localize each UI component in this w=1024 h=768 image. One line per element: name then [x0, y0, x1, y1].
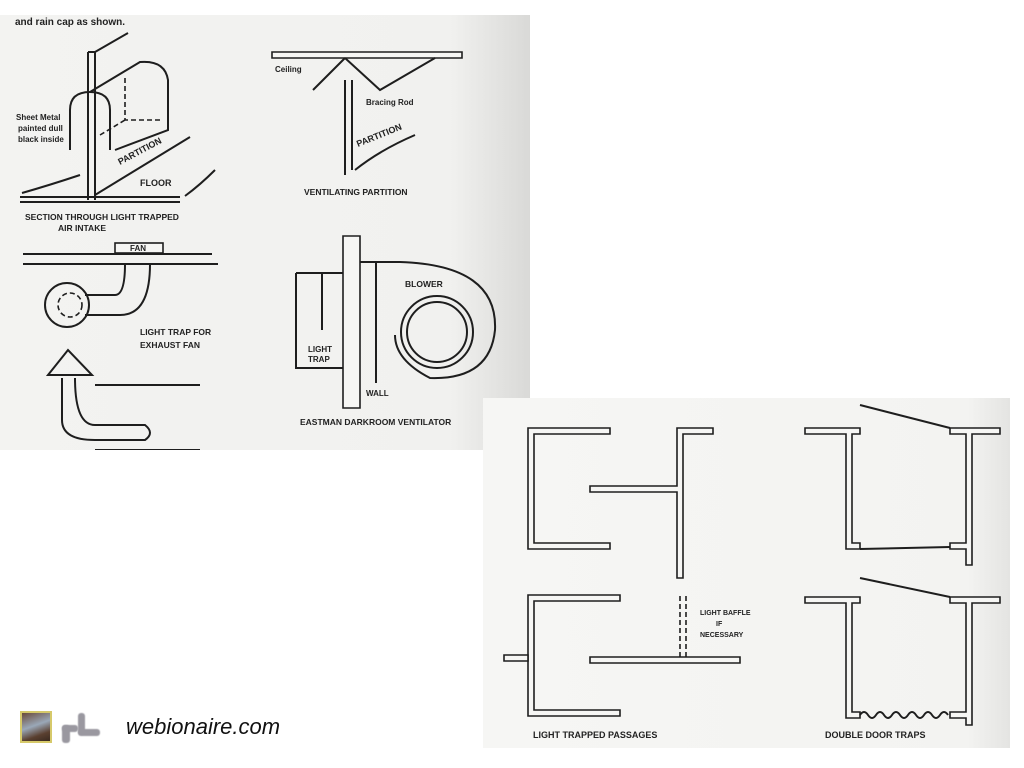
eastman-ventilator-drawing: BLOWER LIGHT TRAP WALL EASTMAN DARKROOM … — [295, 235, 497, 427]
svg-text:BLOWER: BLOWER — [405, 279, 443, 289]
header-fragment: and rain cap as shown. — [15, 17, 125, 28]
svg-text:LIGHT TRAP FOR: LIGHT TRAP FOR — [140, 327, 211, 337]
svg-text:FLOOR: FLOOR — [140, 178, 172, 188]
ventilating-partition-drawing: Ceiling Bracing Rod PARTITION VENTILATIN… — [271, 51, 463, 197]
svg-text:DOUBLE DOOR TRAPS: DOUBLE DOOR TRAPS — [825, 730, 926, 740]
svg-text:LIGHT: LIGHT — [308, 345, 332, 354]
svg-text:LIGHT BAFFLE: LIGHT BAFFLE — [700, 610, 751, 617]
scanned-diagram-ventilation: and rain cap as shown. Sheet Metal paint… — [0, 15, 530, 450]
svg-text:AIR INTAKE: AIR INTAKE — [58, 223, 106, 233]
svg-text:Bracing Rod: Bracing Rod — [366, 98, 414, 107]
footer-branding: webionaire.com — [20, 711, 280, 743]
svg-text:SECTION THROUGH LIGHT TRAPPED: SECTION THROUGH LIGHT TRAPPED — [25, 212, 179, 222]
air-intake-drawing: Sheet Metal painted dull black inside PA… — [16, 32, 216, 233]
svg-text:painted dull: painted dull — [18, 124, 63, 133]
light-trapped-passages-drawing: LIGHT BAFFLE IF NECESSARY LIGHT TRAPPED … — [503, 427, 751, 740]
svg-text:VENTILATING PARTITION: VENTILATING PARTITION — [304, 187, 408, 197]
light-trap-drawings: LIGHT BAFFLE IF NECESSARY LIGHT TRAPPED … — [503, 404, 1001, 740]
site-url: webionaire.com — [126, 714, 281, 739]
svg-text:LIGHT TRAPPED PASSAGES: LIGHT TRAPPED PASSAGES — [533, 730, 657, 740]
svg-text:IF: IF — [716, 621, 723, 628]
thumbnail-image — [20, 711, 52, 743]
svg-text:WALL: WALL — [366, 389, 389, 398]
svg-text:Sheet Metal: Sheet Metal — [16, 113, 60, 122]
double-door-traps-drawing: DOUBLE DOOR TRAPS — [804, 404, 1001, 740]
ventilation-drawings: and rain cap as shown. Sheet Metal paint… — [15, 17, 497, 450]
exhaust-fan-drawing: FAN LIGHT TRAP FOR EXHAUST FAN — [23, 242, 218, 450]
svg-text:FAN: FAN — [130, 244, 146, 253]
svg-text:EASTMAN DARKROOM VENTILATOR: EASTMAN DARKROOM VENTILATOR — [300, 417, 451, 427]
svg-text:TRAP: TRAP — [308, 355, 330, 364]
svg-text:NECESSARY: NECESSARY — [700, 632, 744, 639]
scanned-diagram-light-traps: LIGHT BAFFLE IF NECESSARY LIGHT TRAPPED … — [483, 398, 1010, 748]
svg-text:black inside: black inside — [18, 135, 64, 144]
svg-text:EXHAUST FAN: EXHAUST FAN — [140, 340, 200, 350]
logo-icon — [58, 711, 102, 743]
svg-text:Ceiling: Ceiling — [275, 65, 302, 74]
